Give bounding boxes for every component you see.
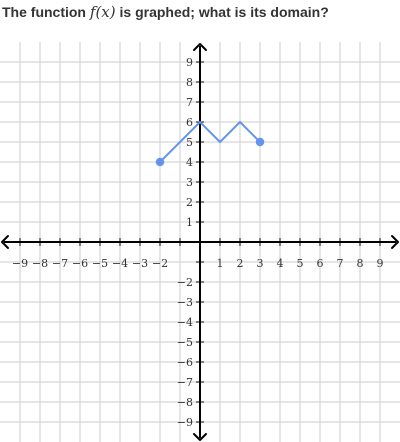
- x-tick-label: 2: [237, 257, 244, 270]
- y-tick-label: −5: [177, 336, 193, 349]
- y-tick-label: −2: [177, 276, 193, 289]
- y-tick-label: −4: [177, 316, 193, 329]
- x-tick-label: −5: [92, 257, 108, 270]
- y-tick-label: 1: [186, 216, 193, 229]
- function-graph: [155, 121, 265, 167]
- y-tick-label: 8: [186, 76, 193, 89]
- x-tick-label: 5: [297, 257, 304, 270]
- function-notation: f(x): [89, 3, 116, 21]
- x-tick-label: −8: [32, 257, 48, 270]
- question-text-suffix: is graphed; what is its domain?: [115, 4, 329, 20]
- y-tick-label: 7: [186, 96, 193, 109]
- y-axis-arrow-up-icon: [193, 43, 207, 51]
- x-tick-label: 1: [217, 257, 224, 270]
- y-tick-label: 6: [186, 116, 193, 129]
- x-axis-arrow-right-icon: [391, 235, 399, 249]
- x-tick-label: 7: [337, 257, 344, 270]
- x-tick-label: −2: [152, 257, 168, 270]
- y-tick-label: 4: [186, 156, 193, 169]
- x-tick-label: 8: [357, 257, 364, 270]
- x-tick-label: −7: [52, 257, 68, 270]
- x-tick-label: 6: [317, 257, 324, 270]
- function-line: [159, 121, 261, 163]
- x-tick-label: −6: [72, 257, 88, 270]
- x-axis-arrow-left-icon: [1, 235, 9, 249]
- x-tick-label: −9: [12, 257, 28, 270]
- question-prompt: The function f(x) is graphed; what is it…: [2, 2, 398, 28]
- x-tick-label: 3: [257, 257, 264, 270]
- y-tick-label: −6: [177, 356, 193, 369]
- y-axis-arrow-down-icon: [193, 433, 207, 441]
- y-tick-label: −8: [177, 396, 193, 409]
- y-tick-label: −3: [177, 296, 193, 309]
- y-tick-label: 3: [186, 176, 193, 189]
- axes: [1, 43, 399, 441]
- y-tick-label: 5: [186, 136, 193, 149]
- x-tick-label: 9: [377, 257, 384, 270]
- y-tick-label: −7: [177, 376, 193, 389]
- right-endpoint-dot: [255, 137, 265, 147]
- x-tick-label: 4: [277, 257, 284, 270]
- y-tick-label: 9: [186, 56, 193, 69]
- left-endpoint-dot: [155, 157, 165, 167]
- y-tick-label: 2: [186, 196, 193, 209]
- y-tick-label: −9: [177, 416, 193, 429]
- x-tick-label: −3: [132, 257, 148, 270]
- x-tick-label: −4: [112, 257, 128, 270]
- question-text-prefix: The function: [2, 4, 90, 20]
